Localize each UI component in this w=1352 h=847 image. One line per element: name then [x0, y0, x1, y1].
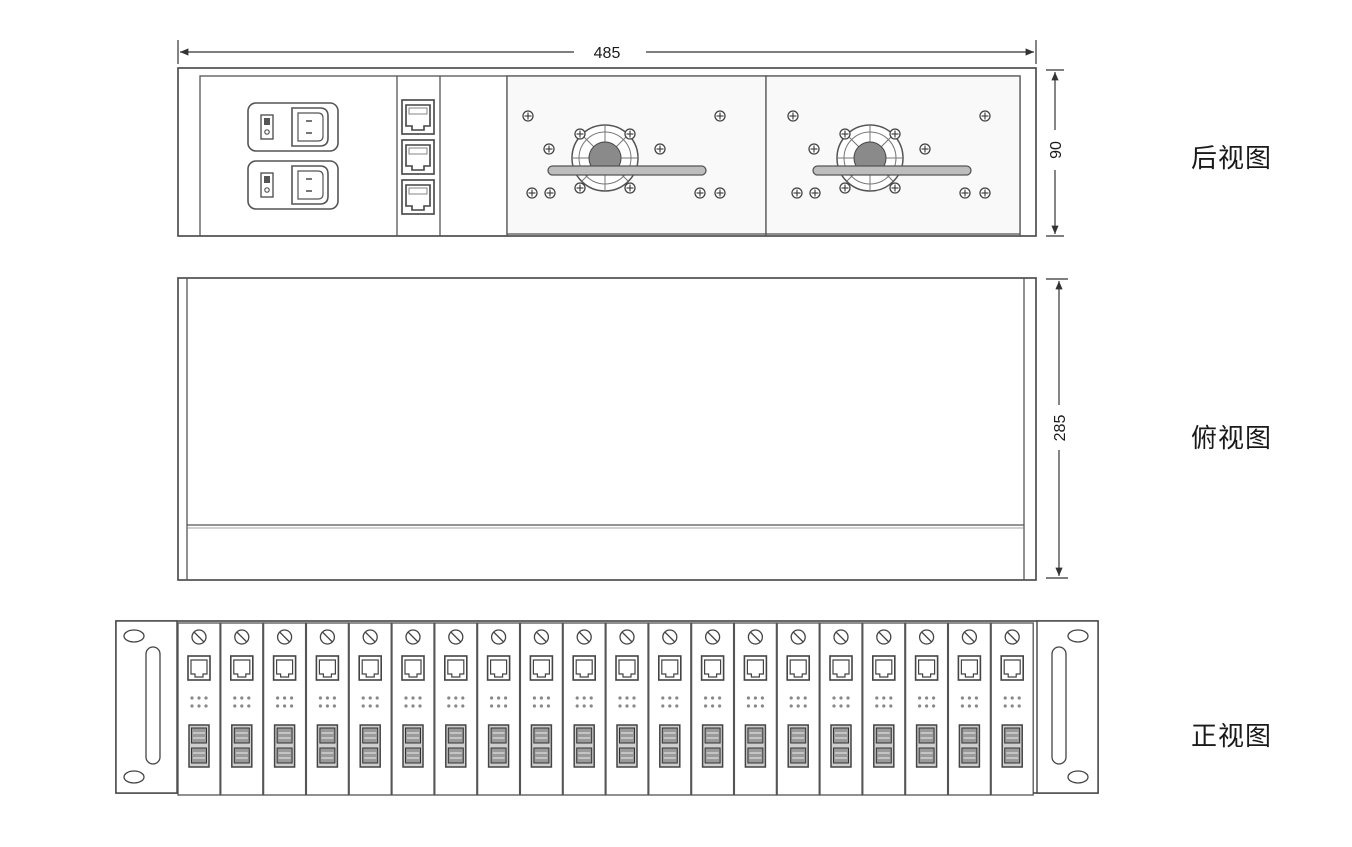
card-slot-17 [861, 622, 906, 796]
rear-view [177, 67, 1037, 237]
card-slot-6 [391, 622, 435, 796]
card-slot-2 [220, 622, 264, 796]
card-slot-11 [605, 622, 649, 796]
power-inlet-2 [247, 160, 339, 210]
rear-rj45-port-1 [401, 99, 435, 135]
front-view-label: 正视图 [1191, 722, 1273, 752]
card-slot-8 [476, 622, 521, 796]
top-view [177, 277, 1037, 581]
card-slot-4 [305, 622, 350, 796]
left-rack-ear [115, 620, 178, 794]
card-slot-9 [519, 622, 564, 796]
width-dimension-label: 485 [594, 45, 621, 62]
depth-dimension: 285 [1046, 278, 1069, 579]
card-slot-5 [348, 622, 393, 796]
card-slot-18 [904, 622, 949, 796]
front-card-slots [177, 622, 1034, 796]
card-slot-3 [262, 622, 307, 796]
card-slot-1 [177, 622, 221, 796]
rear-rj45-port-3 [401, 179, 435, 215]
width-dimension: 485 [177, 40, 1037, 64]
card-slot-15 [776, 622, 821, 796]
power-inlet-1 [247, 102, 339, 152]
height-dimension: 90 [1046, 69, 1065, 237]
card-slot-7 [433, 622, 478, 796]
right-rack-ear [1036, 620, 1099, 794]
card-slot-12 [647, 622, 692, 796]
front-view [115, 620, 1099, 796]
height-dimension-label: 90 [1048, 141, 1065, 159]
rear-rj45-port-2 [401, 139, 435, 175]
card-slot-19 [947, 622, 992, 796]
card-slot-10 [562, 622, 607, 796]
rear-view-label: 后视图 [1191, 144, 1273, 174]
card-slot-20 [990, 622, 1034, 796]
card-slot-16 [819, 622, 863, 796]
depth-dimension-label: 285 [1052, 415, 1069, 442]
card-slot-14 [733, 622, 778, 796]
card-slot-13 [690, 622, 735, 796]
top-view-label: 俯视图 [1191, 424, 1273, 454]
